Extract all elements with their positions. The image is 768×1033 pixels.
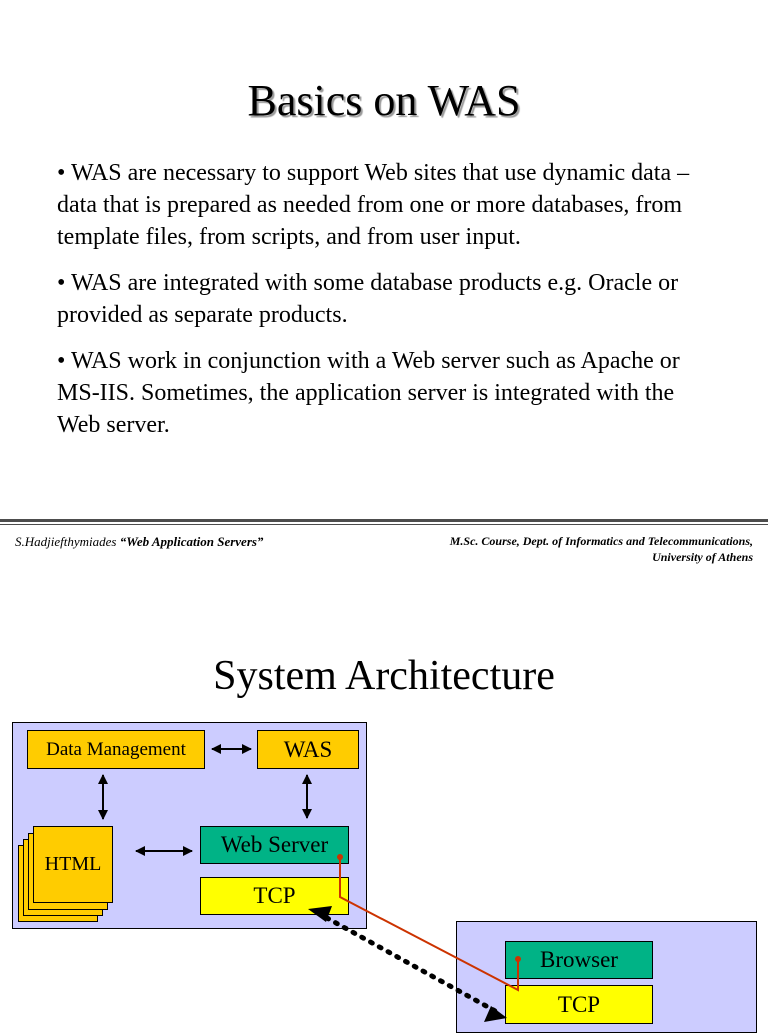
bullet-item: • WAS are integrated with some database …: [57, 270, 679, 328]
author-name: S.Hadjiefthymiades: [15, 534, 117, 549]
request-path-dot: [515, 956, 521, 962]
slide-title-architecture: System Architecture: [213, 653, 555, 699]
bullet-list: • WAS are necessary to support Web sites…: [57, 157, 707, 455]
tcp-dotted-arrow: [315, 910, 500, 1015]
footer-divider-thin: [0, 524, 768, 525]
tcp-arrowhead-left: [308, 906, 332, 922]
request-path-line: [339, 857, 519, 992]
browser-label: Browser: [540, 947, 618, 972]
institution-line-1: M.Sc. Course, Dept. of Informatics and T…: [449, 534, 753, 548]
bullet-item: • WAS work in conjunction with a Web ser…: [57, 348, 680, 438]
data-management-label: Data Management: [46, 738, 186, 760]
web-server-label: Web Server: [220, 832, 329, 857]
tcp-server-label: TCP: [253, 883, 296, 908]
institution-line-2: University of Athens: [652, 550, 753, 564]
data-management-box: Data Management: [27, 730, 205, 769]
was-label: WAS: [283, 736, 333, 762]
footer-divider: [0, 519, 768, 522]
html-label: HTML: [44, 853, 102, 875]
tcp-arrowhead-right: [484, 1006, 507, 1022]
tcp-server-box: TCP: [200, 877, 349, 915]
footer-institution: M.Sc. Course, Dept. of Informatics and T…: [450, 533, 753, 565]
footer-author: S.Hadjiefthymiades “Web Application Serv…: [15, 534, 263, 550]
tcp-client-label: TCP: [557, 991, 601, 1017]
bullet-item: • WAS are necessary to support Web sites…: [57, 160, 690, 250]
course-title: “Web Application Servers”: [119, 534, 264, 549]
was-box: WAS: [257, 730, 359, 769]
html-box: HTML: [33, 826, 113, 903]
slide-title: Basics on WAS: [247, 76, 521, 125]
web-server-box: Web Server: [200, 826, 349, 864]
request-path-dot: [337, 854, 343, 860]
browser-box: Browser: [505, 941, 653, 979]
